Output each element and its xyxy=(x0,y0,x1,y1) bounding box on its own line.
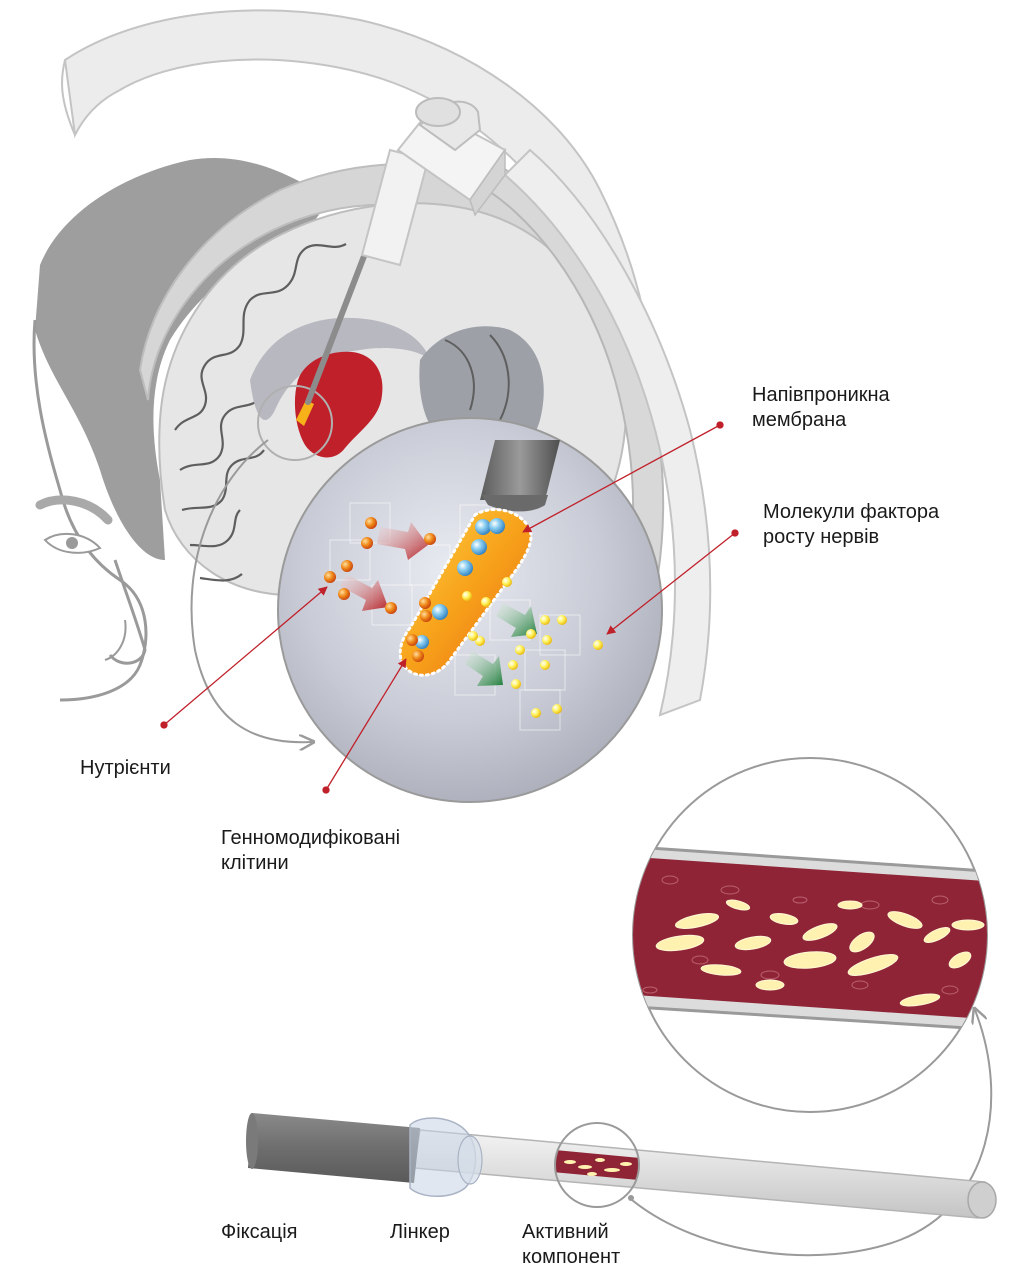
label-cells-line2: клітини xyxy=(221,851,400,876)
label-cells-line1: Генномодифіковані xyxy=(221,826,400,851)
label-active-component: Активний компонент xyxy=(522,1220,620,1270)
label-linker: Лінкер xyxy=(390,1220,450,1245)
label-membrane-line1: Напівпроникна xyxy=(752,383,890,408)
label-cells: Генномодифіковані клітини xyxy=(221,826,400,876)
label-ngf-line2: росту нервів xyxy=(763,525,939,550)
vessel-magnified-view xyxy=(620,758,1000,1112)
label-active-line2: компонент xyxy=(522,1245,620,1270)
label-fixation: Фіксація xyxy=(221,1220,297,1245)
label-membrane: Напівпроникна мембрана xyxy=(752,383,890,433)
label-active-line1: Активний xyxy=(522,1220,620,1245)
magnified-view xyxy=(278,418,662,802)
label-membrane-line2: мембрана xyxy=(752,408,890,433)
label-ngf: Молекули фактора росту нервів xyxy=(763,500,939,550)
label-ngf-line1: Молекули фактора xyxy=(763,500,939,525)
implant-device xyxy=(246,1113,996,1218)
label-nutrients: Нутрієнти xyxy=(80,756,171,781)
